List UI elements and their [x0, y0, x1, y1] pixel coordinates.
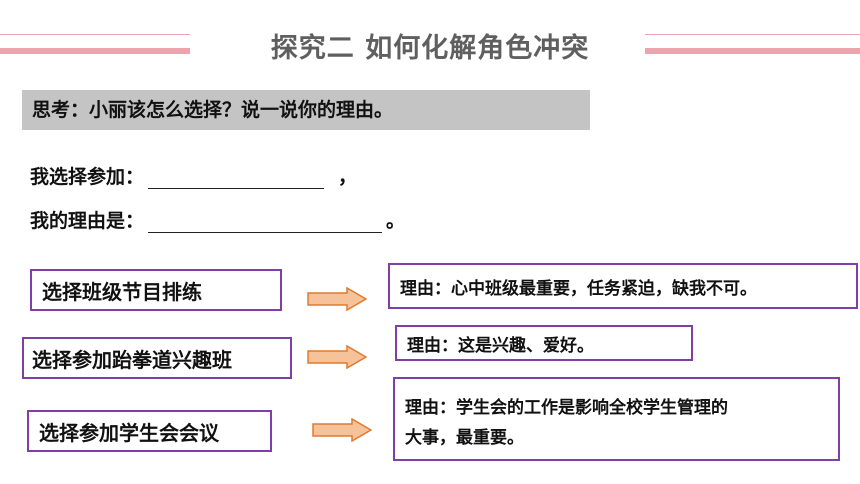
left-header-band — [0, 48, 190, 54]
reason-text: 理由：心中班级最重要，任务紧迫，缺我不可。 — [400, 278, 757, 299]
reason-box-class-rehearsal: 理由：心中班级最重要，任务紧迫，缺我不可。 — [388, 263, 858, 309]
right-header-band-top — [645, 34, 860, 35]
right-header-band — [645, 48, 860, 54]
choice-box-class-rehearsal: 选择班级节目排练 — [30, 269, 282, 311]
fill-in-reason-blank[interactable] — [148, 212, 383, 233]
right-arrow-icon — [307, 287, 367, 311]
page-title: 探究二 如何化解角色冲突 — [270, 33, 590, 64]
choice-box-taekwondo: 选择参加跆拳道兴趣班 — [22, 337, 292, 379]
choice-label: 选择班级节目排练 — [42, 279, 202, 304]
fill-in-choice-blank[interactable] — [148, 168, 325, 189]
right-arrow-icon — [312, 418, 372, 442]
left-header-band-top — [0, 34, 190, 35]
reason-text-line-2: 大事，最重要。 — [405, 428, 524, 448]
fill-in-choice-end: ， — [338, 166, 358, 188]
fill-in-reason-label: 我的理由是： — [30, 210, 145, 232]
choice-box-student-council: 选择参加学生会会议 — [27, 410, 272, 452]
question-banner: 思考：小丽该怎么选择？说一说你的理由。 — [22, 90, 590, 130]
choice-label: 选择参加跆拳道兴趣班 — [32, 347, 232, 372]
right-arrow-icon — [307, 345, 367, 369]
fill-in-line-reason: 我的理由是： 。 — [30, 206, 405, 233]
fill-in-choice-label: 我选择参加： — [30, 166, 145, 188]
reason-box-student-council: 理由：学生会的工作是影响全校学生管理的 大事，最重要。 — [393, 377, 840, 461]
reason-text-line-1: 理由：学生会的工作是影响全校学生管理的 — [405, 398, 728, 418]
fill-in-reason-end: 。 — [386, 210, 406, 232]
reason-box-taekwondo: 理由：这是兴趣、爱好。 — [395, 325, 693, 361]
choice-label: 选择参加学生会会议 — [39, 420, 219, 445]
fill-in-line-choice: 我选择参加： ， — [30, 162, 357, 189]
reason-text: 理由：这是兴趣、爱好。 — [407, 335, 594, 356]
